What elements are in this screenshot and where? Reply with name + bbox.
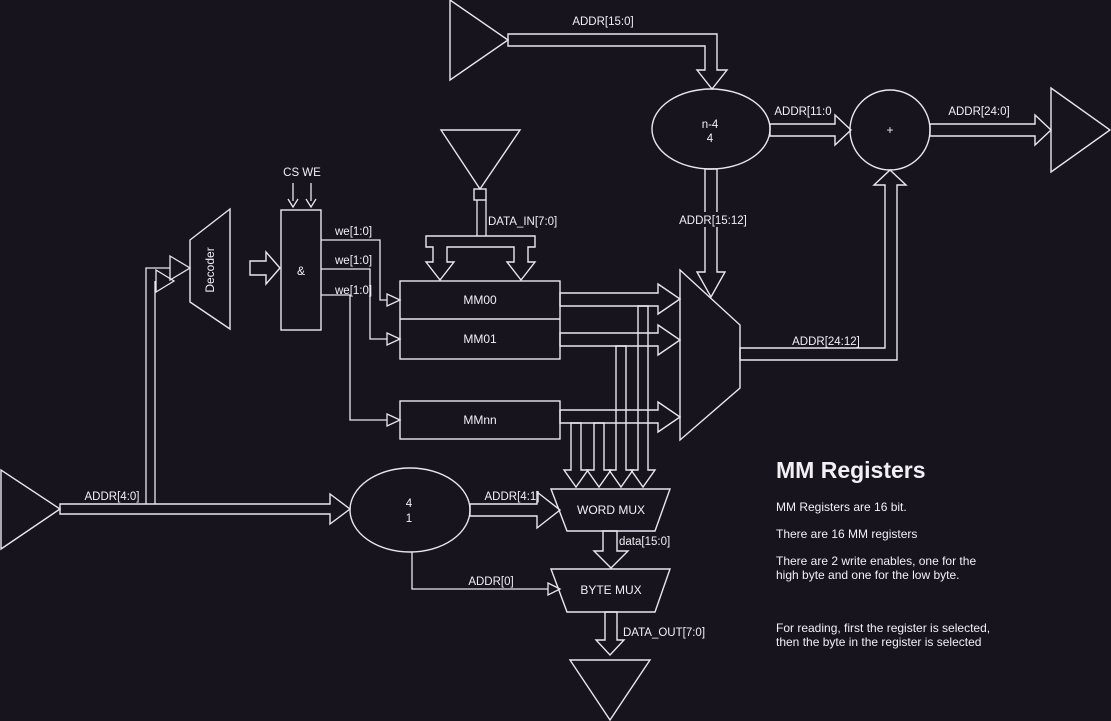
adder-to-output-bus xyxy=(929,113,1053,147)
word-to-byte-bus xyxy=(592,530,630,569)
word-mux-feed-bus-3 xyxy=(607,345,635,489)
we-arrowhead-3 xyxy=(386,412,402,428)
data-out-bus xyxy=(594,611,626,657)
data-in-label: DATA_IN[7:0] xyxy=(488,216,557,228)
addr-4-0-label: ADDR[4:0] xyxy=(85,491,140,503)
mm01-label: MM01 xyxy=(463,332,497,346)
input-triangle-top xyxy=(449,0,510,82)
addr-11-0-label: ADDR[11:0 xyxy=(774,106,831,118)
addr-4-1-bus xyxy=(469,490,562,530)
output-triangle-bottom xyxy=(568,659,652,721)
byte-mux-shape xyxy=(549,568,671,613)
data-15-0-label: data[15:0] xyxy=(619,536,670,548)
addr-24-0-label: ADDR[24:0] xyxy=(948,106,1009,118)
we-arrowhead-2 xyxy=(386,331,402,347)
data-in-stub xyxy=(473,188,487,201)
mm00-mm01-register-box xyxy=(399,280,561,360)
notes-p3-line1: There are 2 write enables, one for the xyxy=(776,554,976,568)
word-mux-feed-bus-2 xyxy=(585,422,613,489)
addr-15-12-bus xyxy=(695,168,727,299)
byte-mux-label: BYTE MUX xyxy=(580,583,641,597)
n-minus-4-label-line2: 4 xyxy=(707,133,714,145)
mmnn-output-bus xyxy=(559,400,682,434)
word-mux-feed-bus-1 xyxy=(562,422,590,489)
decoder-label: Decoder xyxy=(203,247,217,292)
decoder-feed-arrowhead-1 xyxy=(169,254,192,282)
decoder-to-and-arrow xyxy=(249,250,281,286)
data-in-triangle xyxy=(439,129,522,191)
we-arrowhead xyxy=(305,198,317,209)
mm00-label: MM00 xyxy=(463,293,497,307)
decoder-feed-line-1 xyxy=(145,267,170,504)
addr-15-0-label: ADDR[15:0] xyxy=(572,16,633,28)
notes-p4-line1: For reading, first the register is selec… xyxy=(776,621,990,635)
notes-p1: MM Registers are 16 bit. xyxy=(776,500,907,514)
data-out-7-0-label: DATA_OUT[7:0] xyxy=(623,627,705,639)
output-triangle-right xyxy=(1050,86,1111,174)
cs-arrowhead xyxy=(287,198,299,209)
addr-4-1-label: ADDR[4:1] xyxy=(485,491,540,503)
notes-p3-line2: high byte and one for the low byte. xyxy=(776,568,959,582)
we-arrowhead-1 xyxy=(386,292,402,308)
mm00-output-bus xyxy=(559,282,682,316)
notes-p4-line2: then the byte in the register is selecte… xyxy=(776,635,981,649)
cs-we-label: CS WE xyxy=(283,167,321,179)
adder-label: + xyxy=(886,123,893,137)
notes-block: MM Registers MM Registers are 16 bit. Th… xyxy=(776,457,990,649)
selector-label-line1: 4 xyxy=(406,498,413,510)
and-gate-box xyxy=(280,209,322,331)
decoder-feed-arrowhead-2 xyxy=(155,268,176,294)
we-line-3 xyxy=(321,294,387,421)
addr-0-arrowhead xyxy=(547,581,562,597)
selector-ellipse xyxy=(349,467,471,553)
n-minus-4-label-line1: n-4 xyxy=(702,119,719,131)
mmnn-label: MMnn xyxy=(463,413,496,427)
mm01-output-bus xyxy=(559,323,682,357)
addr-15-0-bus xyxy=(507,33,729,91)
addr-0-line xyxy=(411,552,548,590)
data-in-manifold xyxy=(424,235,537,282)
selector-label-line2: 1 xyxy=(406,513,412,525)
decoder-shape xyxy=(189,207,231,331)
notes-p2: There are 16 MM registers xyxy=(776,527,917,541)
word-mux-shape xyxy=(549,488,671,532)
we-label-2: we[1:0] xyxy=(334,255,372,267)
we-line-1 xyxy=(321,239,387,301)
addr-4-0-bus xyxy=(59,492,352,526)
addr-24-12-label: ADDR[24:12] xyxy=(792,336,860,348)
input-triangle-left xyxy=(0,468,62,551)
addr-0-label: ADDR[0] xyxy=(468,576,513,588)
we-line-2 xyxy=(321,268,387,340)
word-mux-feed-bus-4 xyxy=(629,305,657,489)
n4-to-adder-bus xyxy=(769,113,853,147)
we-label-3: we[1:0] xyxy=(334,285,372,297)
notes-title: MM Registers xyxy=(776,457,926,483)
addr-15-12-label-bg xyxy=(680,212,747,227)
word-mux-label: WORD MUX xyxy=(577,503,645,517)
we-label-1: we[1:0] xyxy=(334,226,372,238)
register-select-mux xyxy=(679,268,741,442)
addr-24-12-bus xyxy=(739,169,908,361)
and-gate-label: & xyxy=(297,264,305,278)
addr-15-12-label: ADDR[15:12] xyxy=(679,215,747,227)
